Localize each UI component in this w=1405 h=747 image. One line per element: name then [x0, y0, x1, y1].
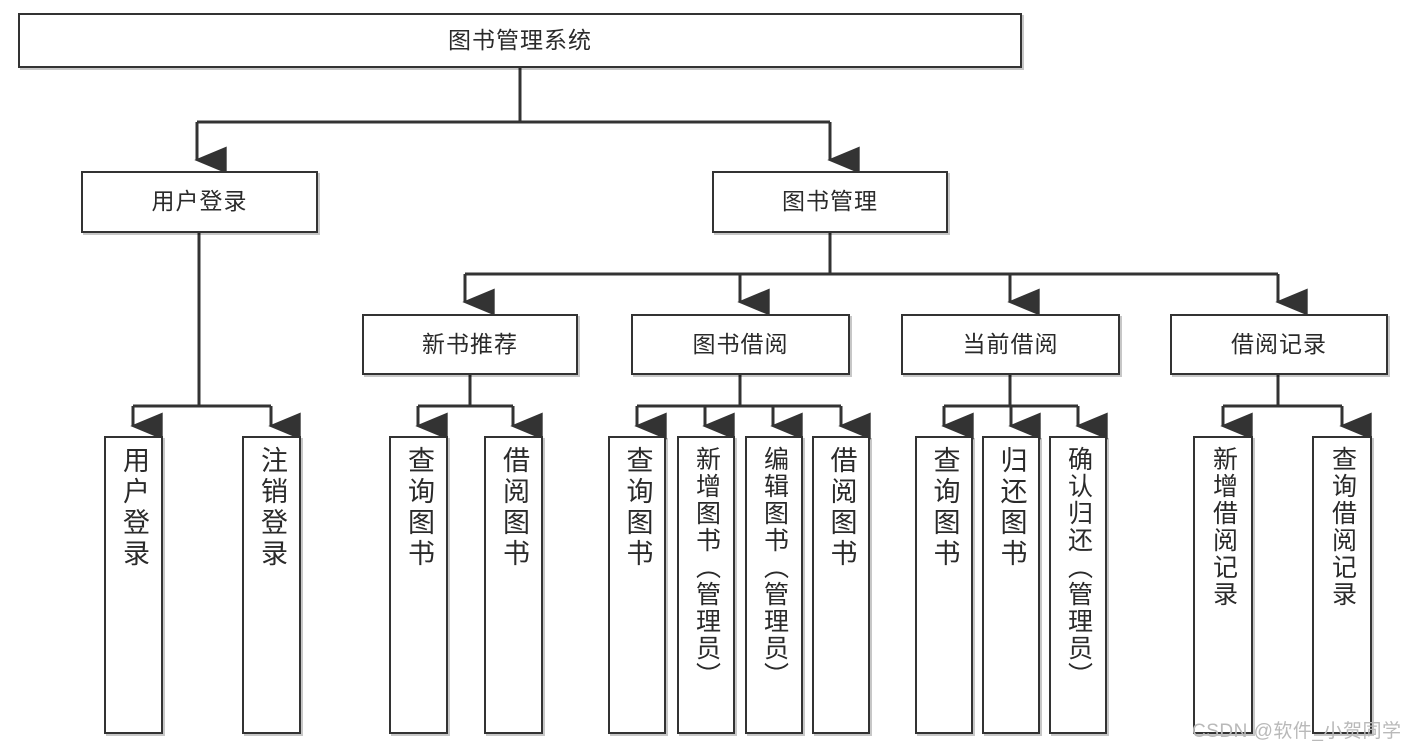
node-book-manage[interactable]: 图书管理 — [712, 171, 948, 233]
node-book-manage-label: 图书管理 — [782, 188, 878, 215]
node-new-book-recommend-label: 新书推荐 — [422, 330, 518, 357]
node-leaf-confirm-return[interactable]: 确认归还（管理员） — [1049, 436, 1107, 734]
node-book-borrow-label: 图书借阅 — [692, 330, 789, 357]
watermark-text: CSDN @软件_小贺同学 — [1192, 721, 1402, 742]
node-leaf-user-login[interactable]: 用户登录 — [104, 436, 163, 734]
node-leaf-return-book[interactable]: 归还图书 — [982, 436, 1040, 734]
node-leaf-add-book-label: 新增图书（管理员） — [692, 446, 721, 689]
node-current-borrow[interactable]: 当前借阅 — [901, 314, 1120, 375]
node-leaf-add-book[interactable]: 新增图书（管理员） — [677, 436, 735, 734]
node-leaf-query-book-2[interactable]: 查询图书 — [608, 436, 666, 734]
node-leaf-add-record[interactable]: 新增借阅记录 — [1193, 436, 1253, 734]
node-leaf-user-login-label: 用户登录 — [119, 446, 149, 570]
node-leaf-query-book-1[interactable]: 查询图书 — [389, 436, 448, 734]
node-book-borrow[interactable]: 图书借阅 — [631, 314, 850, 375]
node-leaf-borrow-book-2-label: 借阅图书 — [826, 446, 857, 570]
node-leaf-query-book-1-label: 查询图书 — [404, 446, 434, 570]
node-leaf-borrow-book-2[interactable]: 借阅图书 — [812, 436, 870, 734]
node-borrow-record-label: 借阅记录 — [1231, 330, 1327, 357]
node-root-label: 图书管理系统 — [448, 26, 592, 53]
node-leaf-confirm-return-label: 确认归还（管理员） — [1064, 446, 1093, 689]
node-leaf-edit-book-label: 编辑图书（管理员） — [760, 446, 789, 689]
node-new-book-recommend[interactable]: 新书推荐 — [362, 314, 578, 375]
node-leaf-query-book-3[interactable]: 查询图书 — [915, 436, 973, 734]
node-leaf-logout-login[interactable]: 注销登录 — [242, 436, 301, 734]
node-user-login[interactable]: 用户登录 — [81, 171, 318, 233]
node-leaf-return-book-label: 归还图书 — [996, 446, 1027, 570]
node-leaf-query-book-3-label: 查询图书 — [929, 446, 960, 570]
node-root[interactable]: 图书管理系统 — [18, 13, 1022, 68]
node-leaf-logout-login-label: 注销登录 — [257, 446, 287, 570]
node-borrow-record[interactable]: 借阅记录 — [1170, 314, 1388, 375]
node-leaf-query-record[interactable]: 查询借阅记录 — [1312, 436, 1372, 734]
node-leaf-edit-book[interactable]: 编辑图书（管理员） — [745, 436, 803, 734]
node-leaf-query-book-2-label: 查询图书 — [622, 446, 653, 570]
node-leaf-borrow-book-1[interactable]: 借阅图书 — [484, 436, 543, 734]
node-leaf-borrow-book-1-label: 借阅图书 — [499, 446, 529, 570]
node-leaf-add-record-label: 新增借阅记录 — [1209, 446, 1238, 608]
node-leaf-query-record-label: 查询借阅记录 — [1328, 446, 1357, 608]
node-user-login-label: 用户登录 — [151, 188, 248, 215]
node-current-borrow-label: 当前借阅 — [962, 330, 1059, 357]
